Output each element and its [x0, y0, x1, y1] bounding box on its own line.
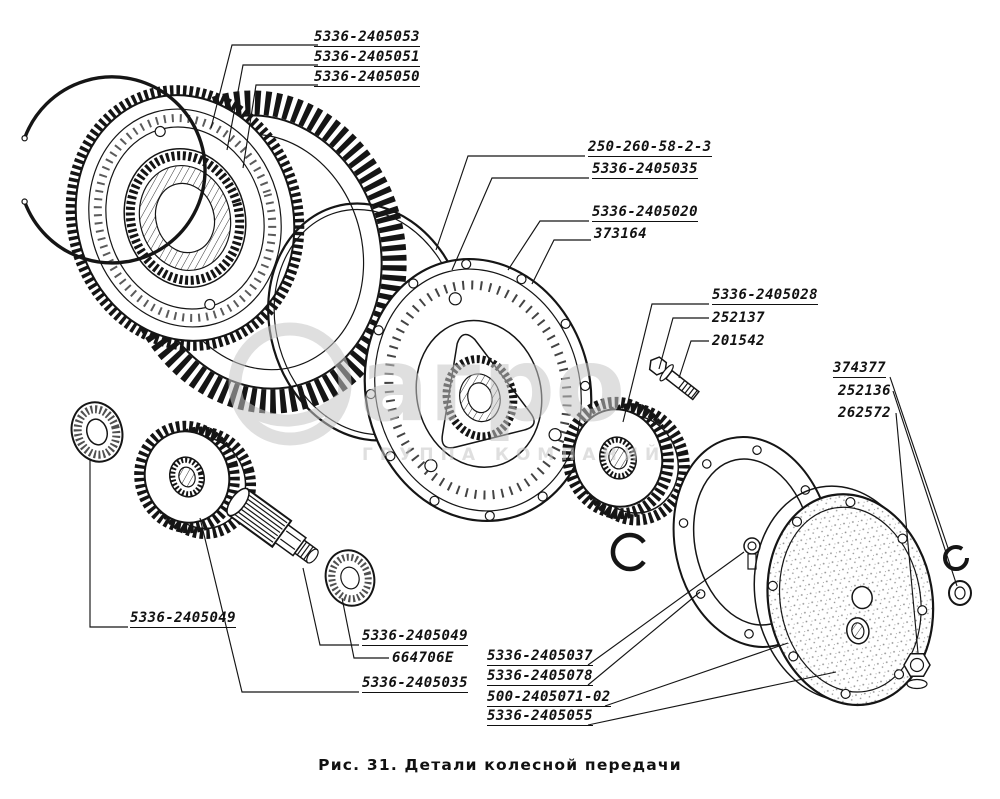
bolt [648, 356, 700, 401]
part-label-5336-2405035-bottom: 5336-2405035 [362, 675, 468, 693]
figure-caption: Рис. 31. Детали колесной передачи [318, 756, 682, 774]
part-label-5336-2405049-center: 5336-2405049 [362, 628, 468, 646]
hub-carrier [363, 257, 593, 523]
nut [903, 652, 931, 690]
circlip-small [610, 532, 646, 572]
part-label-5336-2405035-top: 5336-2405035 [592, 161, 698, 179]
part-label-5336-2405055: 5336-2405055 [487, 708, 593, 726]
splined-shaft [226, 487, 319, 564]
part-label-5336-2405037: 5336-2405037 [487, 648, 593, 666]
part-label-5336-2405028: 5336-2405028 [712, 287, 818, 305]
part-label-5336-2405051: 5336-2405051 [314, 49, 420, 67]
part-label-5336-2405049-left: 5336-2405049 [130, 610, 236, 628]
part-label-252136: 252136 [838, 383, 891, 399]
part-label-664706E: 664706Е [392, 650, 454, 666]
part-label-5336-2405050: 5336-2405050 [314, 69, 420, 87]
ring-gear-drum [65, 85, 305, 351]
circlip-large [21, 75, 207, 265]
plain-washer [948, 580, 972, 606]
driven-gear [562, 396, 690, 526]
part-label-250-260-58-2-3: 250-260-58-2-3 [588, 139, 712, 157]
sun-gear [134, 420, 257, 539]
washer-small [70, 401, 124, 463]
part-label-5336-2405020: 5336-2405020 [592, 204, 698, 222]
lock-washer [943, 545, 969, 571]
part-label-374377: 374377 [833, 360, 886, 378]
part-label-201542: 201542 [712, 333, 765, 349]
part-label-252137: 252137 [712, 310, 765, 326]
part-label-262572: 262572 [838, 405, 891, 421]
part-label-373164: 373164 [594, 226, 647, 242]
part-label-5336-2405078: 5336-2405078 [487, 668, 593, 686]
part-label-5336-2405053: 5336-2405053 [314, 29, 420, 47]
leader-lines [89, 44, 958, 726]
part-label-500-2405071-02: 500-2405071-02 [487, 689, 611, 707]
cover-plate [753, 485, 935, 707]
washer-center [324, 549, 376, 607]
